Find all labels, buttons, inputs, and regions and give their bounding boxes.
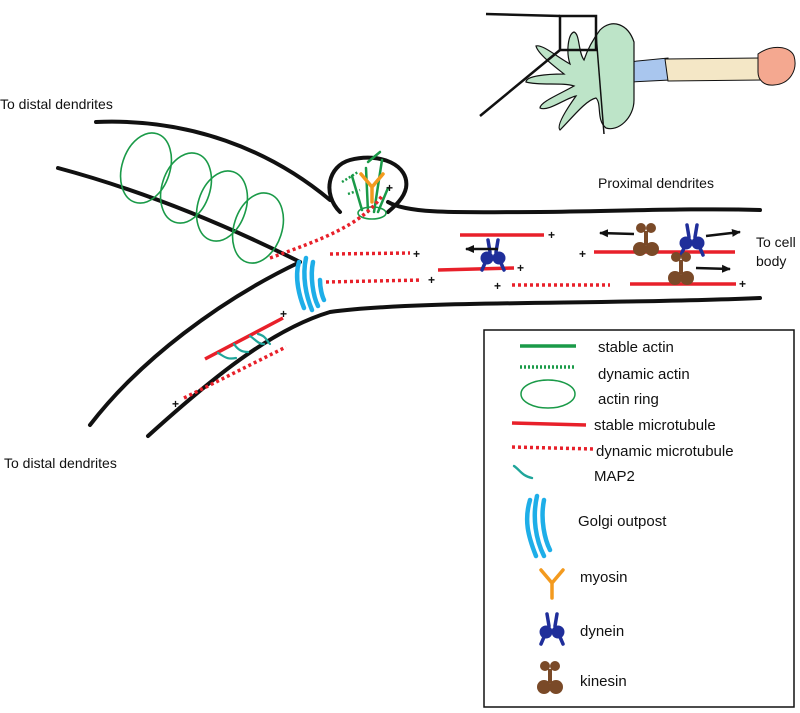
plus-ends: + + + + + + + + + + xyxy=(172,181,746,411)
transport-arrows xyxy=(465,228,741,273)
legend-label-myosin: myosin xyxy=(580,569,628,586)
microtubules xyxy=(204,233,736,361)
dynamic-microtubules xyxy=(183,194,610,400)
label-proximal: Proximal dendrites xyxy=(598,175,714,191)
legend-label-dynamic-microtubule: dynamic microtubule xyxy=(596,443,734,460)
legend-label-map2: MAP2 xyxy=(594,468,635,485)
svg-text:+: + xyxy=(172,397,179,411)
legend-label-dynamic-actin: dynamic actin xyxy=(598,366,690,383)
kinesin-motor-2 xyxy=(668,252,694,285)
golgi-outpost xyxy=(294,255,327,313)
inset-zoom-line-top xyxy=(485,12,561,18)
kinesin-motor-1 xyxy=(633,223,659,256)
spine-dynamic-actin xyxy=(341,170,361,196)
legend-swatch-map2 xyxy=(512,464,534,480)
legend: stable actin dynamic actin actin ring st… xyxy=(483,329,795,708)
label-distal-bottom: To distal dendrites xyxy=(4,455,117,471)
legend-swatch-dynamic-microtubule xyxy=(511,445,595,451)
inset-axon-terminal xyxy=(757,47,796,86)
legend-label-stable-microtubule: stable microtubule xyxy=(594,417,716,434)
legend-swatch-golgi xyxy=(524,493,553,559)
actin-rings xyxy=(119,132,387,264)
inset-zoom-box xyxy=(558,14,598,52)
label-distal-top: To distal dendrites xyxy=(0,96,113,112)
legend-label-actin-ring: actin ring xyxy=(598,391,659,408)
svg-text:+: + xyxy=(428,273,435,287)
legend-label-kinesin: kinesin xyxy=(580,673,627,690)
svg-text:+: + xyxy=(494,279,501,293)
svg-text:+: + xyxy=(548,228,555,242)
svg-text:+: + xyxy=(413,247,420,261)
svg-text:+: + xyxy=(517,261,524,275)
legend-label-stable-actin: stable actin xyxy=(598,339,674,356)
map2-crosslinks xyxy=(216,332,272,360)
dynein-motor-1 xyxy=(478,238,508,272)
label-to-cell-1: To cell xyxy=(756,234,796,250)
svg-text:+: + xyxy=(739,277,746,291)
inset-axon xyxy=(664,57,769,82)
inset-zoom-line-diag xyxy=(479,49,561,117)
inset-soma xyxy=(525,23,635,131)
legend-label-golgi: Golgi outpost xyxy=(578,513,667,530)
dendritic-spine xyxy=(327,155,409,214)
neuron-inset xyxy=(479,12,796,135)
inset-soma-line xyxy=(595,33,605,135)
svg-text:+: + xyxy=(280,307,287,321)
label-to-cell-2: body xyxy=(756,253,786,269)
legend-label-dynein: dynein xyxy=(580,623,624,640)
spine-actin xyxy=(350,150,390,214)
svg-text:+: + xyxy=(386,181,393,195)
dendrite-outline xyxy=(56,119,762,438)
svg-text:+: + xyxy=(579,247,586,261)
legend-swatch-actin-ring xyxy=(520,379,576,409)
legend-swatch-stable-microtubule xyxy=(511,421,587,427)
